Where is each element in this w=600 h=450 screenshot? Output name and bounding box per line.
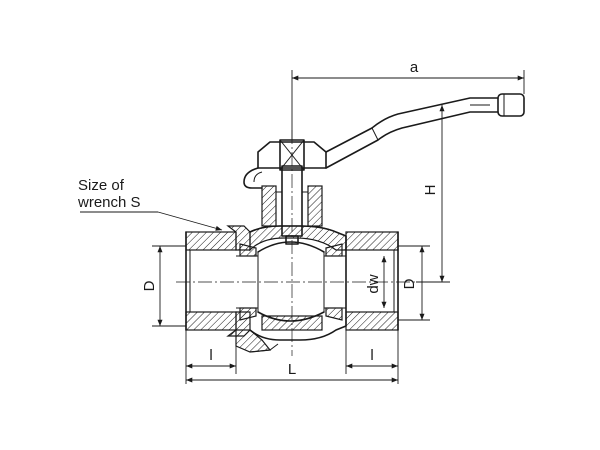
dimension-l-right: l [345,330,399,384]
right-end-top-wall [345,231,399,251]
dimension-H: H [416,104,490,283]
handle-grip [497,93,525,117]
dimension-D-left: D [141,245,186,327]
stem-gland-right [307,185,323,227]
note-line2: wrench S [77,194,141,211]
handle-lever [325,97,499,153]
label-a: a [410,59,419,76]
dimension-dw: dw [365,256,387,308]
stem-gland-left [261,185,277,227]
label-D-right: D [401,278,418,289]
label-H: H [422,185,439,196]
dimension-L: L [186,361,398,383]
dimension-D-right: D [398,245,430,321]
note-line1: Size of [78,177,125,194]
dimension-l-left: l [185,330,237,384]
label-L: L [288,361,296,378]
label-D-left: D [141,280,158,291]
ball [257,241,325,253]
wrench-callout: Size of wrench S [77,177,223,231]
right-end-bottom-wall [345,311,399,331]
center-lines [176,130,416,356]
left-end-bottom-wall [185,311,237,331]
label-l-left: l [209,347,212,364]
left-end-top-wall [185,231,237,251]
label-dw: dw [365,274,382,293]
dimension-a: a [291,59,525,140]
stem-assembly [243,93,525,245]
label-l-right: l [370,347,373,364]
